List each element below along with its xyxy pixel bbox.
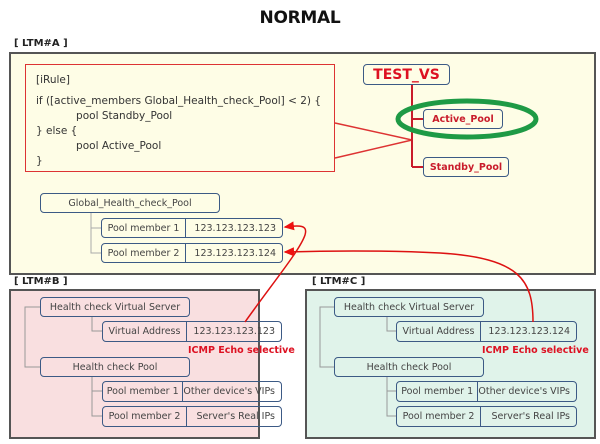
irule-line: pool Active_Pool [36, 140, 162, 152]
ltm-b-pool-member-row: Pool member 1 Other device's VIPs [102, 381, 282, 402]
virtual-address-label: Virtual Address [397, 322, 481, 341]
ltm-b-pool-box: Health check Pool [40, 357, 190, 377]
standby-pool-box: Standby_Pool [423, 157, 509, 177]
irule-line: } else { [36, 125, 78, 137]
ltm-c-virtual-address-row: Virtual Address 123.123.123.124 [396, 321, 577, 342]
member-ip: 123.123.123.124 [194, 247, 276, 259]
member-label: Pool member 1 [103, 382, 184, 401]
member-value: Server's Real IPs [491, 411, 570, 422]
global-pool-member-row: Pool member 2 123.123.123.124 [101, 243, 283, 263]
active-pool-box: Active_Pool [423, 109, 503, 129]
ltm-a-label: [ LTM#A ] [14, 38, 68, 49]
virtual-address-label: Virtual Address [103, 322, 187, 341]
virtual-address-ip: 123.123.123.123 [193, 326, 275, 337]
ltm-c-icmp-note: ICMP Echo selective [482, 345, 589, 356]
member-label: Pool member 1 [397, 382, 479, 401]
test-vs-box: TEST_VS [363, 64, 450, 85]
irule-line: } [36, 155, 43, 167]
ltm-c-vs-box: Health check Virtual Server [334, 297, 484, 317]
ltm-c-pool-box: Health check Pool [334, 357, 484, 377]
member-label: Pool member 1 [102, 219, 186, 237]
irule-line: if ([active_members Global_Health_check_… [36, 95, 322, 107]
ltm-c-label: [ LTM#C ] [312, 276, 366, 287]
ltm-b-virtual-address-row: Virtual Address 123.123.123.123 [102, 321, 282, 342]
virtual-address-ip: 123.123.123.124 [488, 326, 570, 337]
member-value: Other device's VIPs [183, 386, 275, 397]
ltm-c-pool-member-row: Pool member 1 Other device's VIPs [396, 381, 577, 402]
member-label: Pool member 2 [102, 244, 186, 262]
member-label: Pool member 2 [103, 407, 187, 426]
ltm-c-pool-member-row: Pool member 2 Server's Real IPs [396, 406, 577, 427]
irule-box: [iRule] if ([active_members Global_Healt… [25, 64, 335, 172]
global-pool-member-row: Pool member 1 123.123.123.123 [101, 218, 283, 238]
global-health-check-pool-box: Global_Health_check_Pool [40, 193, 220, 213]
ltm-b-vs-box: Health check Virtual Server [40, 297, 190, 317]
diagram-title: NORMAL [259, 8, 341, 28]
ltm-b-icmp-note: ICMP Echo selective [188, 345, 295, 356]
ltm-b-pool-member-row: Pool member 2 Server's Real IPs [102, 406, 282, 427]
member-value: Server's Real IPs [196, 411, 275, 422]
member-value: Other device's VIPs [478, 386, 570, 397]
member-ip: 123.123.123.123 [194, 222, 276, 234]
member-label: Pool member 2 [397, 407, 481, 426]
ltm-b-label: [ LTM#B ] [14, 276, 68, 287]
ltm-b-panel [9, 289, 260, 439]
irule-line: [iRule] [36, 74, 70, 86]
irule-line: pool Standby_Pool [36, 110, 173, 122]
